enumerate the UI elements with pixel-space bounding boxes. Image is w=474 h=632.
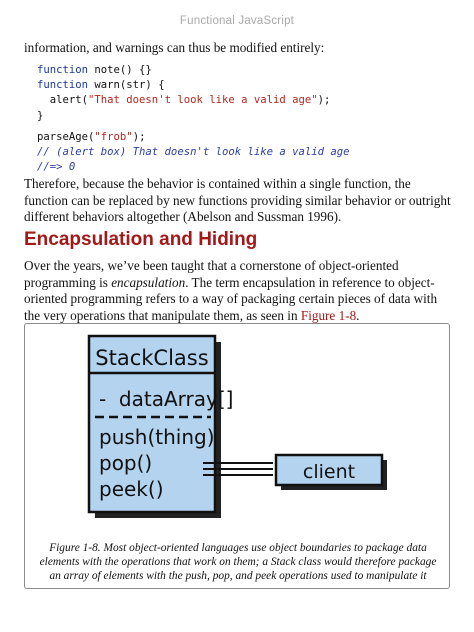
code-line: parseAge("frob"); <box>37 131 145 143</box>
code-line: function note() {} <box>37 64 152 76</box>
code-block-warn: function note() {} function warn(str) { … <box>37 63 457 124</box>
emphasis-encapsulation: encapsulation <box>111 274 186 290</box>
client-label: client <box>303 461 355 483</box>
figure-1-8: StackClass - dataArray[] push(thing) pop… <box>24 323 450 589</box>
code-keyword: function <box>37 79 89 92</box>
method-label: push(thing) <box>99 425 215 449</box>
method-label: pop() <box>99 451 152 475</box>
text-run: Over the years, we’ve been taught that a… <box>24 258 399 290</box>
code-text: parseAge( <box>37 131 95 143</box>
figure-cross-reference-link[interactable]: Figure 1-8 <box>300 307 357 323</box>
code-text: note() {} <box>88 64 152 76</box>
figure-caption: Figure 1-8. Most object-oriented languag… <box>39 542 437 583</box>
stack-class-box <box>87 334 217 514</box>
code-string: "frob" <box>94 131 133 143</box>
code-block-parseage: parseAge("frob"); // (alert box) That do… <box>37 130 457 176</box>
class-name-label: StackClass <box>95 346 208 370</box>
paragraph-therefore: Therefore, because the behavior is conta… <box>24 176 451 225</box>
text-run: . The term encapsulation in reference to… <box>24 274 438 323</box>
paragraph-intro: information, and warnings can thus be mo… <box>24 40 325 55</box>
code-comment: //=> 0 <box>37 161 76 174</box>
running-head: Functional JavaScript <box>179 15 295 27</box>
method-label: peek() <box>99 477 164 501</box>
code-keyword: function <box>37 64 89 76</box>
client-box <box>274 453 384 487</box>
code-string: "That doesn't look like a valid age" <box>88 94 318 107</box>
paragraph-encapsulation: Over the years, we’ve been taught that a… <box>24 258 454 324</box>
code-line: } <box>37 109 44 122</box>
code-line: alert("That doesn't look like a valid ag… <box>37 94 331 107</box>
code-comment: // (alert box) That doesn't look like a … <box>37 146 350 159</box>
code-text: ); <box>132 131 146 143</box>
code-text: warn(str) { <box>88 79 165 92</box>
code-text: ); <box>317 94 331 107</box>
code-line: function warn(str) { <box>37 79 165 91</box>
section-heading: Encapsulation and Hiding <box>24 229 258 250</box>
stack-class-diagram: StackClass - dataArray[] push(thing) pop… <box>87 334 387 518</box>
text-run: . <box>356 307 360 323</box>
code-text: alert( <box>37 94 89 107</box>
field-label: - dataArray[] <box>99 387 233 411</box>
